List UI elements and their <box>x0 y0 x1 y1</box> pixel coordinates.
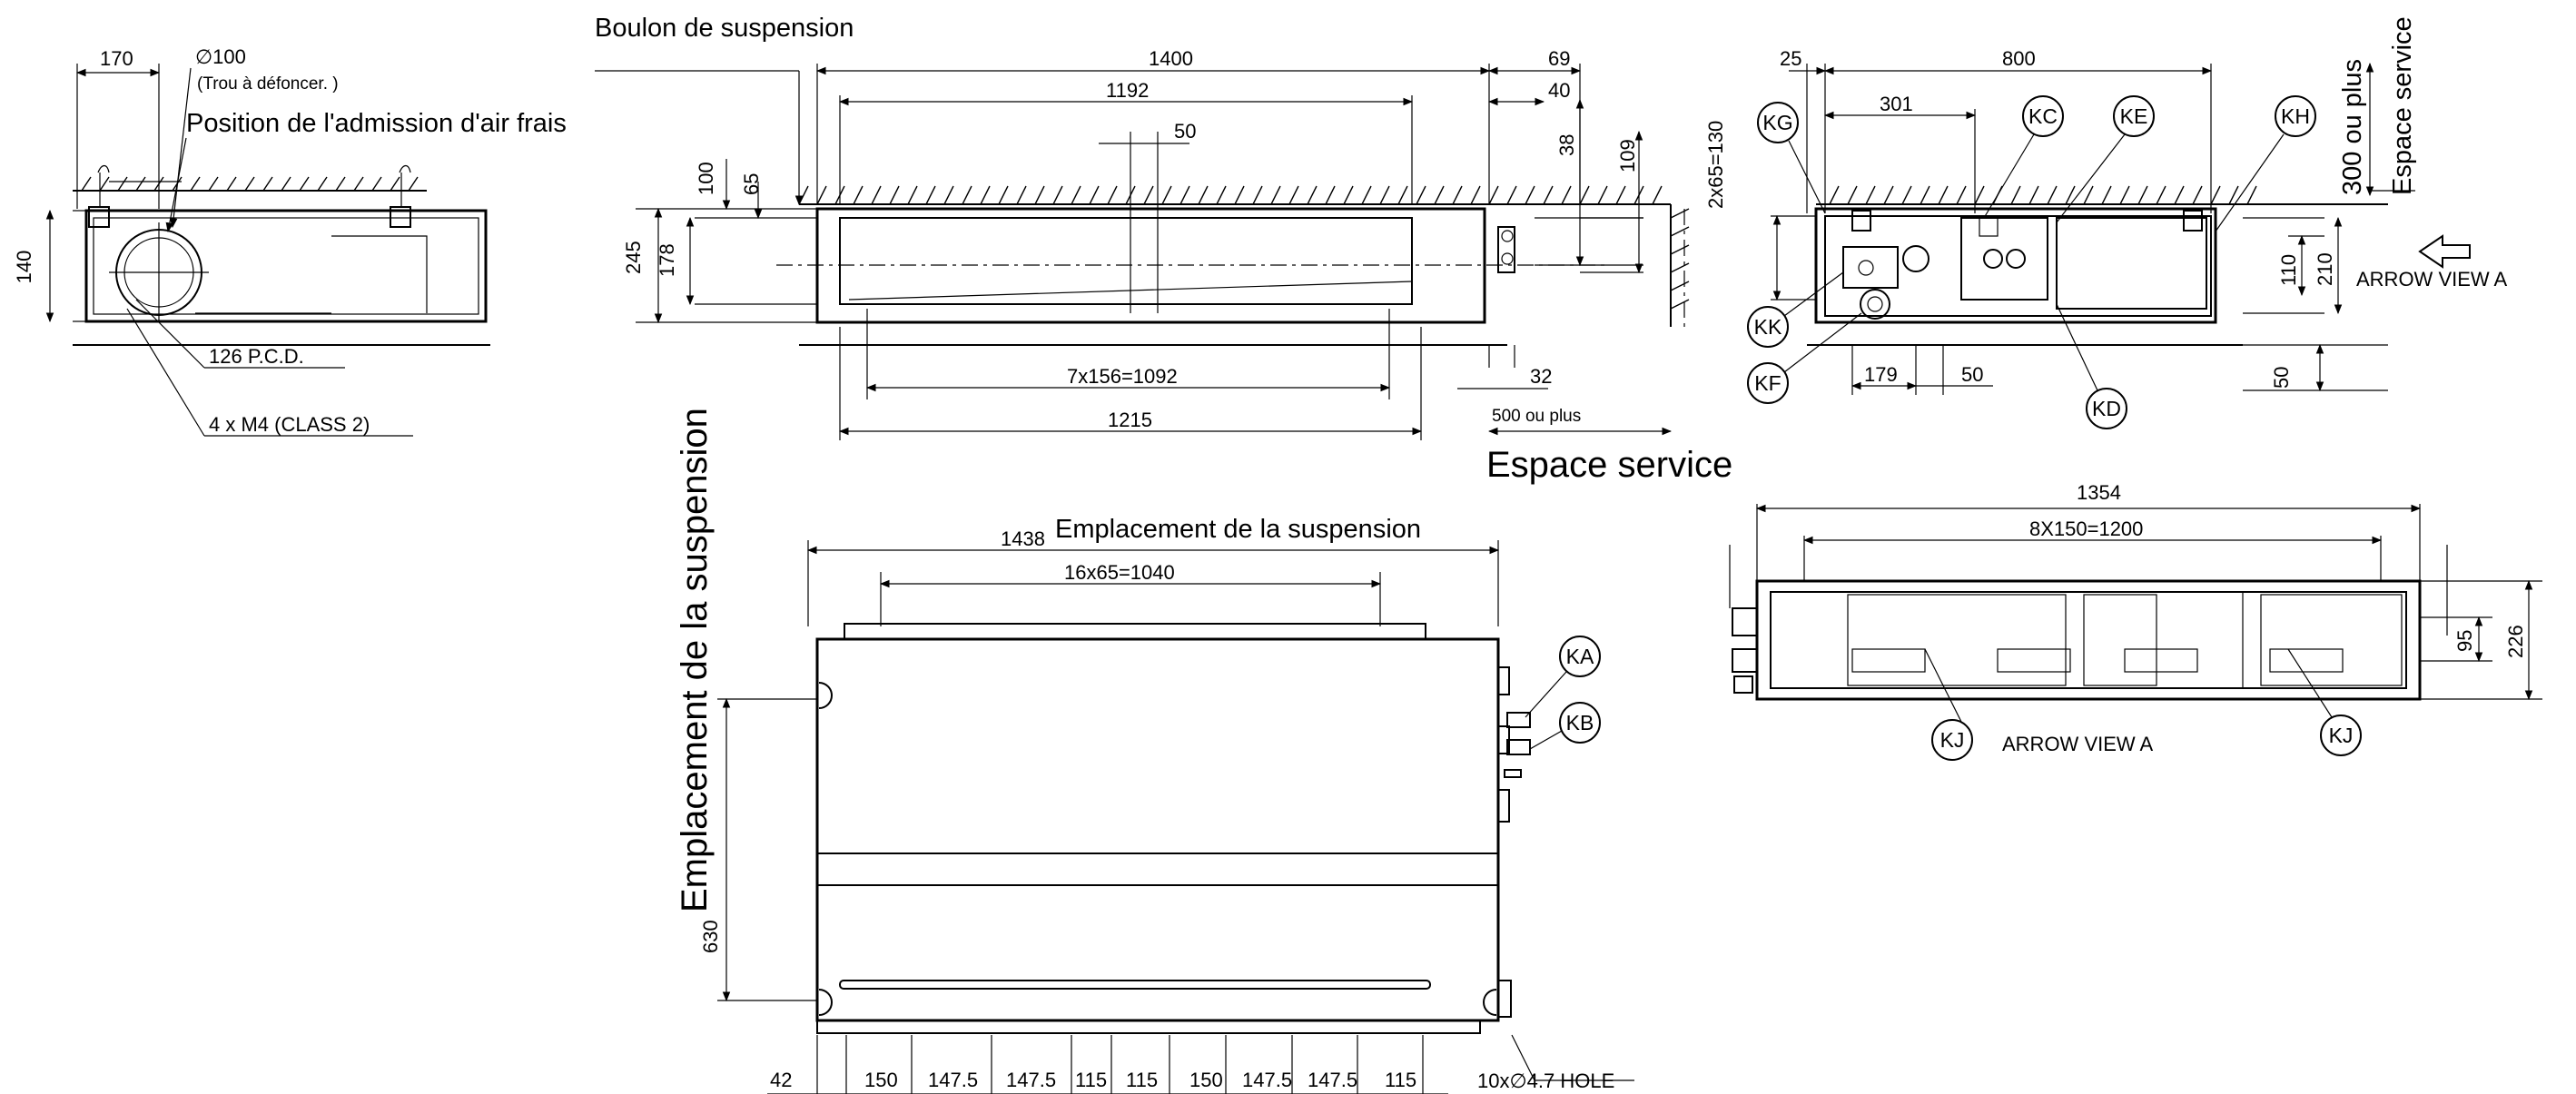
label-arrow-view-a: ARROW VIEW A <box>2356 268 2508 291</box>
dim-245: 245 <box>622 241 645 274</box>
dim-b7: 150 <box>1189 1069 1223 1091</box>
balloon-ka: KA <box>1525 636 1601 718</box>
dim-178: 178 <box>656 243 678 277</box>
label-500: 500 ou plus <box>1492 407 1581 426</box>
balloon-kc: KC <box>1983 95 2064 219</box>
dim-1438: 1438 <box>1001 527 1045 550</box>
dim-b5: 115 <box>1075 1069 1107 1091</box>
svg-text:KG: KG <box>1762 111 1792 134</box>
dim-110: 110 <box>2277 254 2300 286</box>
label-suspension-bolt: Boulon de suspension <box>595 14 854 43</box>
dim-b10: 115 <box>1385 1069 1416 1091</box>
dim-b4: 147.5 <box>1006 1069 1056 1091</box>
dim-50b: 50 <box>1961 363 1983 386</box>
dim-69: 69 <box>1548 47 1570 70</box>
dim-226: 226 <box>2504 625 2527 658</box>
balloon-kk: KK <box>1747 271 1844 348</box>
dim-210: 210 <box>2314 252 2336 286</box>
dim-1200: 8X150=1200 <box>2029 517 2143 540</box>
svg-text:KH: KH <box>2281 104 2310 128</box>
dim-50v: 50 <box>2270 367 2293 389</box>
dim-140: 140 <box>13 251 35 284</box>
balloon-kb: KB <box>1529 702 1601 750</box>
svg-text:KJ: KJ <box>2329 724 2354 747</box>
dim-b1: 42 <box>770 1069 792 1091</box>
dim-109: 109 <box>1616 139 1639 172</box>
dim-800: 800 <box>2002 47 2036 70</box>
bottom-dim-ticks <box>816 1035 1424 1094</box>
dim-50: 50 <box>1174 120 1196 143</box>
dim-630: 630 <box>699 920 722 953</box>
ceiling-hatch-left <box>81 176 419 192</box>
dim-b8: 147.5 <box>1242 1069 1292 1091</box>
label-arrow-view-a-bottom: ARROW VIEW A <box>2002 733 2154 755</box>
balloon-kd: KD <box>2056 303 2127 429</box>
svg-text:KJ: KJ <box>1940 728 1965 752</box>
balloon-kg-right: KJ <box>2287 648 2362 756</box>
dim-b9: 147.5 <box>1308 1069 1357 1091</box>
label-diameter: ∅100 <box>195 45 246 68</box>
wall-hatch-front <box>1670 208 1690 310</box>
dim-38: 38 <box>1555 134 1578 156</box>
label-suspension-location-v: Emplacement de la suspension <box>675 408 715 912</box>
svg-text:KD: KD <box>2092 397 2121 420</box>
dim-40: 40 <box>1548 79 1570 102</box>
dim-130: 2x65=130 <box>1704 121 1727 209</box>
svg-text:KC: KC <box>2028 104 2058 128</box>
dim-25: 25 <box>1780 47 1801 70</box>
balloon-kg-left: KJ <box>1924 648 1973 761</box>
dim-1215: 1215 <box>1108 409 1152 431</box>
dim-65: 65 <box>740 173 763 195</box>
svg-text:KE: KE <box>2120 104 2148 128</box>
label-m4: 4 x M4 (CLASS 2) <box>209 413 370 436</box>
svg-text:KF: KF <box>1754 371 1781 395</box>
dim-1092: 7x156=1092 <box>1067 365 1178 388</box>
dim-32: 32 <box>1530 365 1552 388</box>
arrow-a-icon <box>2418 234 2471 269</box>
ceiling-hatch-front <box>798 185 1663 205</box>
dim-100: 100 <box>695 162 717 195</box>
label-service-space-v: Espace service <box>2388 16 2417 195</box>
ceiling-hatch-side <box>1829 185 2257 205</box>
balloon-kj: KG <box>1757 102 1826 214</box>
svg-text:KK: KK <box>1754 315 1782 339</box>
balloon-ke: KE <box>2056 95 2155 223</box>
dim-b2: 150 <box>864 1069 898 1091</box>
dim-301: 301 <box>1880 93 1913 115</box>
balloon-kf: KF <box>1747 312 1862 404</box>
label-hole-note: 10x∅4.7 HOLE <box>1477 1069 1614 1092</box>
label-pcd: 126 P.C.D. <box>209 345 304 368</box>
dim-1400: 1400 <box>1149 47 1193 70</box>
left-end-view: 170 140 Position de <box>13 45 567 437</box>
label-service-space: Espace service <box>1486 445 1732 485</box>
label-300: 300 ou plus <box>2338 59 2367 195</box>
dim-95: 95 <box>2453 630 2476 652</box>
dim-170: 170 <box>100 47 133 70</box>
label-knockout: (Trou à défoncer. ) <box>197 74 339 94</box>
dim-179: 179 <box>1864 363 1898 386</box>
svg-text:KA: KA <box>1566 645 1594 668</box>
dim-1354: 1354 <box>2077 481 2121 504</box>
dim-1192: 1192 <box>1106 79 1149 102</box>
label-suspension-location: Emplacement de la suspension <box>1055 515 1421 544</box>
label-fresh-air: Position de l'admission d'air frais <box>186 109 567 138</box>
dim-b3: 147.5 <box>928 1069 978 1091</box>
front-view: Boulon de suspension 1400 69 1192 40 50 <box>595 14 1732 485</box>
dim-1040: 16x65=1040 <box>1064 561 1175 584</box>
arrow-view-a: 1354 8X150=1200 95 226 ARROW VIEW A <box>1729 481 2542 755</box>
svg-text:KB: KB <box>1566 711 1594 734</box>
balloon-kh: KH <box>2215 95 2316 232</box>
side-view: 25 800 301 <box>1704 16 2508 395</box>
plan-view: Emplacement de la suspension Emplacement… <box>675 408 1634 1094</box>
dim-b6: 115 <box>1126 1069 1158 1091</box>
